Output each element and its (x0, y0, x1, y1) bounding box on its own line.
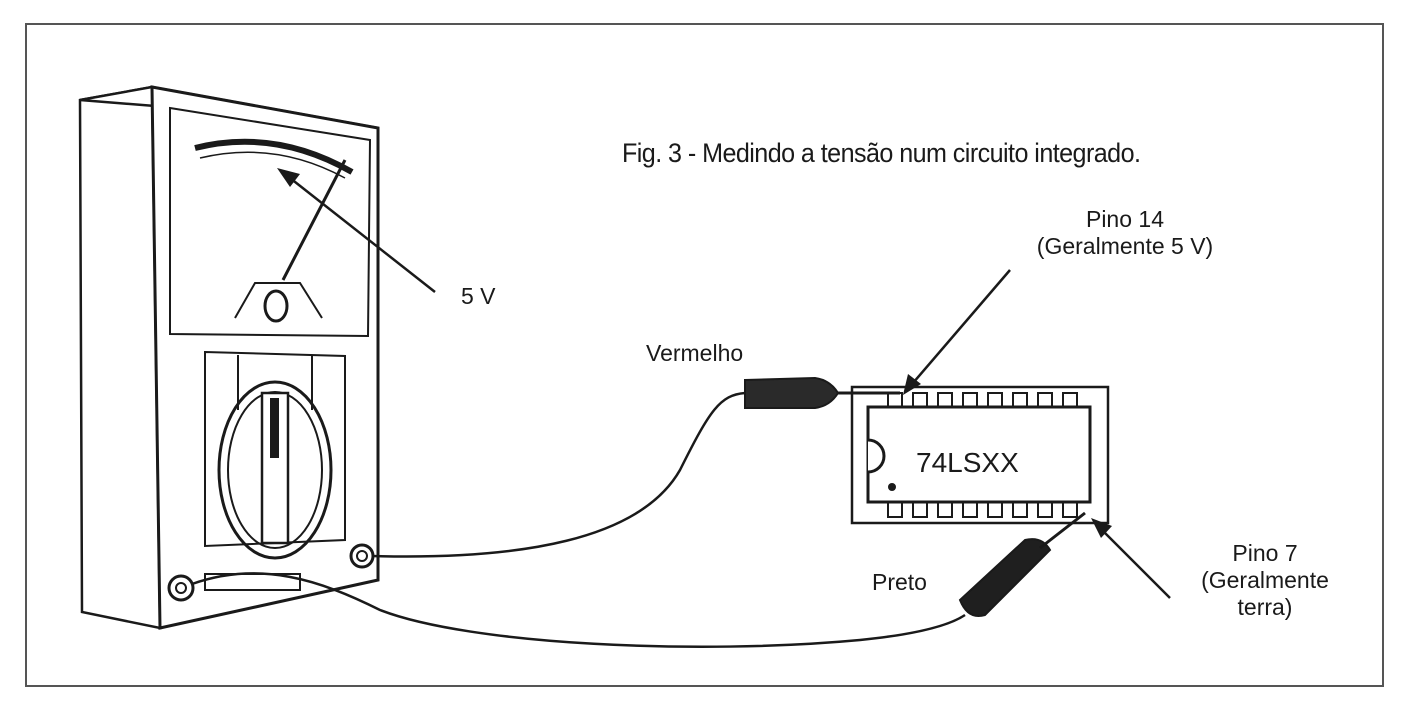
meter-reading-label: 5 V (461, 283, 496, 309)
pin7-arrow (1091, 518, 1171, 599)
pin7-note-line1: (Geralmente (1201, 567, 1329, 593)
black-probe-tip (1039, 511, 1086, 550)
chip-label: 74LSXX (916, 447, 1019, 478)
black-terminal-center (175, 582, 187, 594)
black-probe-label: Preto (872, 569, 927, 595)
black-probe-handle (958, 538, 1052, 617)
red-terminal-center (356, 550, 368, 562)
multimeter-side (78, 85, 162, 630)
ic-notch (867, 438, 886, 474)
needle-mount (234, 282, 323, 319)
black-terminal (167, 574, 195, 602)
figure-caption: Fig. 3 - Medindo a tensão num circuito i… (622, 138, 1141, 168)
ic-top-pins (887, 392, 1078, 409)
pin14-label: Pino 14 (Geralmente 5 V) (1000, 206, 1250, 260)
reading-arrow (277, 168, 436, 293)
rotary-selector (217, 380, 333, 560)
multimeter (78, 85, 380, 630)
meter-scale (194, 138, 354, 175)
black-probe (191, 511, 1086, 648)
black-lead-wire (191, 572, 966, 648)
pin1-dot (888, 483, 896, 491)
pin14-note: (Geralmente 5 V) (1036, 233, 1214, 259)
red-lead-wire (371, 391, 746, 558)
ic-chip (850, 385, 1110, 525)
selector-pointer (270, 398, 279, 458)
red-probe-label: Vermelho (646, 340, 744, 366)
ic-body (866, 405, 1092, 504)
meter-scale-inner (199, 151, 346, 179)
pin7-name: Pino 7 (1232, 540, 1298, 566)
pin14-arrow (903, 269, 1011, 395)
selector-panel (204, 350, 346, 548)
red-probe (371, 376, 900, 558)
pin7-label: Pino 7 (Geralmente terra) (1160, 540, 1370, 621)
pin7-note-line2: terra) (1237, 594, 1293, 620)
needle-pivot (263, 289, 289, 323)
red-probe-handle (744, 376, 840, 409)
figure-frame (25, 23, 1384, 687)
meter-needle (281, 159, 347, 281)
pin14-name: Pino 14 (1085, 206, 1164, 232)
meter-display (169, 106, 372, 338)
